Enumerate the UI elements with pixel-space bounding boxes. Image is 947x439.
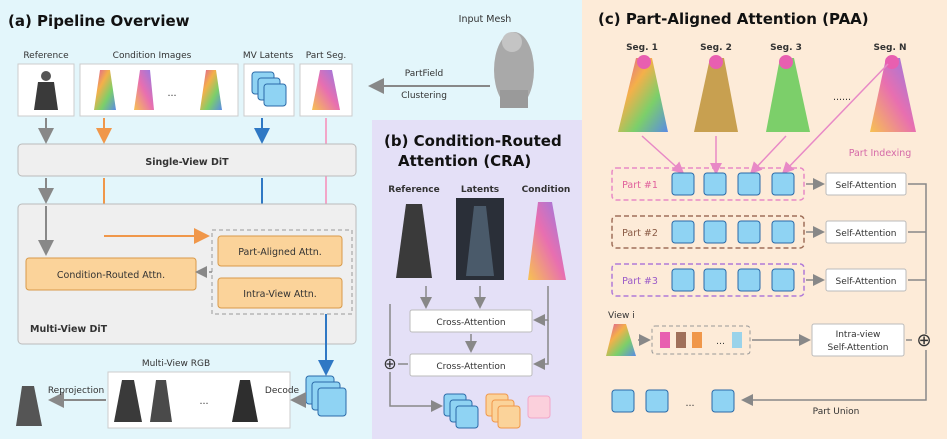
view-i-label: View i: [608, 311, 635, 321]
cra-plus-icon: ⊕: [383, 354, 396, 373]
part2-label: Part #2: [622, 228, 658, 239]
segN-label: Seg. N: [873, 43, 906, 53]
arrow-part-union: [741, 350, 927, 406]
cra-latents-label: Latents: [461, 185, 499, 195]
panel-part-aligned-attention: (c) Part-Aligned Attention (PAA) Seg. 1 …: [582, 0, 947, 439]
panel-b-title-line2: Attention (CRA): [398, 152, 531, 170]
decode-label: Decode: [265, 386, 300, 396]
cross-attention-1-block: [409, 309, 533, 333]
condition-routed-attn-label: Condition-Routed Attn.: [57, 270, 165, 281]
intra-view-attn-label: Intra-View Attn.: [243, 289, 317, 300]
self-attention-3-block: [825, 268, 907, 292]
part-indexing-arrows: [641, 63, 889, 175]
part3-label: Part #3: [622, 276, 658, 287]
panel-a-background-ext: [372, 0, 582, 120]
output-latents-stack: [305, 375, 347, 417]
mv-latents-label: MV Latents: [243, 51, 294, 61]
cra-condition-label: Condition: [522, 185, 571, 195]
part-seg-label: Part Seg.: [306, 51, 346, 61]
seg3-label: Seg. 3: [770, 43, 802, 53]
part2-group: [611, 215, 805, 249]
self-attention-1-label: Self-Attention: [835, 181, 896, 191]
panel-pipeline-overview: (a) Pipeline Overview Input Mesh PartFie…: [0, 0, 582, 439]
single-view-dit-label: Single-View DiT: [145, 157, 229, 168]
input-mesh-label: Input Mesh: [459, 14, 512, 25]
cra-reference-character: [396, 204, 432, 278]
seg1-label: Seg. 1: [626, 43, 658, 53]
union-ellipsis: ...: [685, 398, 694, 409]
union-tokens: [611, 389, 735, 413]
cross-attention-1-label: Cross-Attention: [436, 318, 505, 328]
multi-view-rgb-thumbnails: [114, 380, 258, 422]
part-aligned-attn-block: [217, 235, 343, 267]
panel-c-title: (c) Part-Aligned Attention (PAA): [598, 10, 869, 28]
seg2-label: Seg. 2: [700, 43, 732, 53]
paa-plus-icon: ⊕: [916, 330, 931, 351]
panel-b-title-line1: (b) Condition-Routed: [384, 132, 562, 150]
cra-output-tiles: [443, 393, 551, 429]
condition-ellipsis: ...: [167, 88, 176, 99]
intra-view-attn-block: [217, 277, 343, 309]
part-indexing-label: Part Indexing: [849, 148, 912, 159]
part1-group: [611, 167, 805, 201]
cross-attention-2-label: Cross-Attention: [436, 362, 505, 372]
cra-latents-character: [466, 206, 494, 276]
part1-label: Part #1: [622, 180, 658, 191]
view-part-pieces: …: [660, 332, 742, 348]
view-parts-outline: [651, 325, 751, 355]
reference-label: Reference: [23, 51, 69, 61]
panel-a-title: (a) Pipeline Overview: [8, 12, 190, 30]
reprojection-label: Reprojection: [48, 386, 104, 396]
multi-view-rgb-label: Multi-View RGB: [142, 359, 210, 369]
cross-attention-2-block: [409, 353, 533, 377]
panel-condition-routed-attention: (b) Condition-Routed Attention (CRA) Ref…: [372, 120, 582, 439]
mv-latents-stack: [251, 71, 287, 107]
self-attention-2-block: [825, 220, 907, 244]
self-attention-3-label: Self-Attention: [835, 277, 896, 287]
arrow-plus-to-output: [389, 372, 443, 412]
merge-lines: [908, 183, 927, 334]
segmentation-characters: [618, 55, 916, 132]
input-mesh-figure: [494, 32, 534, 108]
svg-text:…: …: [716, 337, 725, 347]
self-attention-2-label: Self-Attention: [835, 229, 896, 239]
partfield-label: PartField: [405, 69, 444, 79]
intra-view-line1: Intra-view: [836, 330, 881, 340]
part1-tokens: [671, 172, 795, 196]
clustering-label: Clustering: [401, 91, 447, 101]
part-seg-character: [312, 70, 340, 110]
self-attention-1-block: [825, 172, 907, 196]
seg-dots: ......: [833, 92, 851, 103]
reference-character: [34, 71, 58, 110]
intra-view-line2: Self-Attention: [827, 343, 888, 353]
part-aligned-attn-label: Part-Aligned Attn.: [238, 247, 322, 258]
single-view-dit-block: [17, 143, 357, 177]
arrow-cond-to-ca2: [533, 320, 549, 370]
part2-tokens: [671, 220, 795, 244]
intra-view-sa-block: [811, 323, 905, 357]
cra-reference-label: Reference: [388, 185, 439, 195]
output-ellipsis: ...: [199, 396, 208, 407]
reprojected-mesh: [16, 386, 42, 426]
condition-images-label: Condition Images: [113, 51, 192, 61]
multi-view-dit-label: Multi-View DiT: [30, 324, 108, 335]
part3-group: [611, 263, 805, 297]
cra-condition-character: [528, 202, 566, 280]
condition-image-thumbnails: [94, 70, 222, 110]
part3-tokens: [671, 268, 795, 292]
view-i-character: [606, 324, 636, 356]
part-union-label: Part Union: [813, 407, 860, 417]
